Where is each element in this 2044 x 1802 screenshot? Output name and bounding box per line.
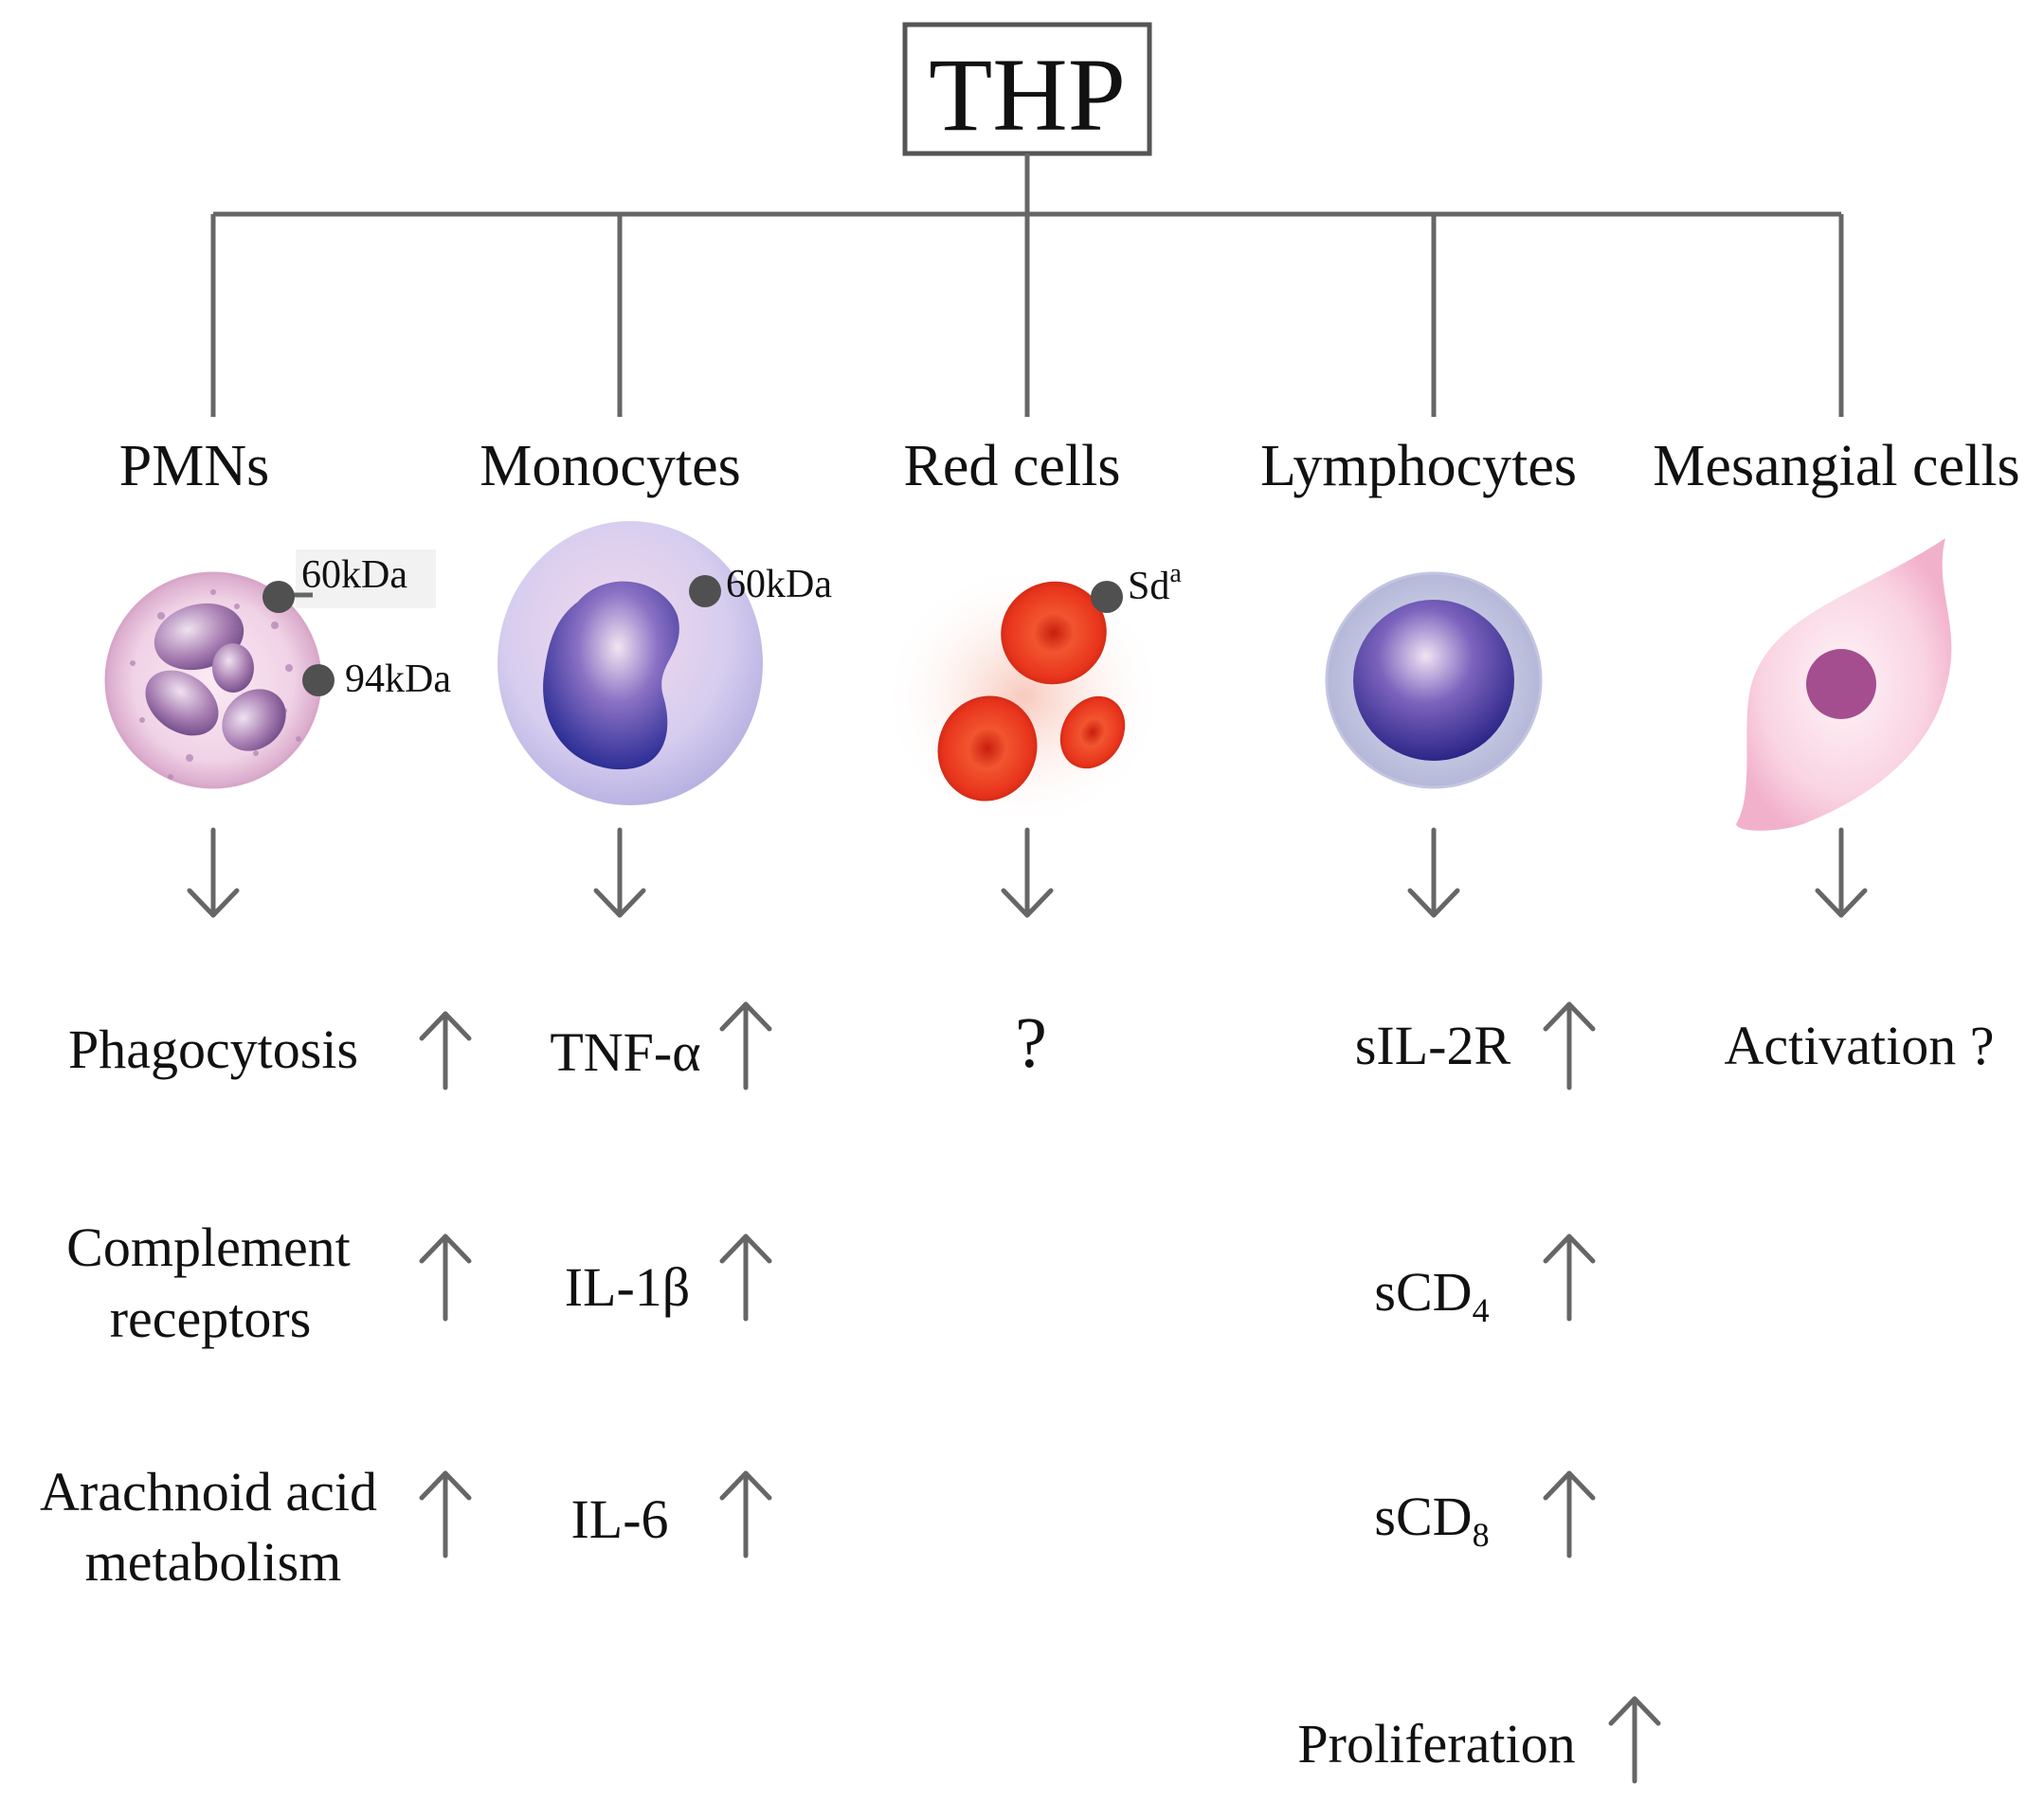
effect-red-cells-unknown: ? — [1015, 1003, 1047, 1083]
column-labels: PMNs Monocytes Red cells Lymphocytes Mes… — [119, 434, 2020, 498]
effect-il-1-beta: IL-1β — [565, 1256, 691, 1318]
lymphocyte-cell-image — [1325, 571, 1543, 789]
effect-scd8: sCD8 — [1374, 1486, 1489, 1554]
up-arrow-phagocytosis — [419, 1011, 472, 1090]
up-arrow-sil-2r — [1543, 1001, 1596, 1090]
pmn-binding-site-94kda — [302, 664, 335, 696]
column-label-red-cells: Red cells — [904, 434, 1121, 498]
pmn-binding-label-60kda: 60kDa — [301, 553, 407, 597]
effect-proliferation: Proliferation — [1297, 1713, 1575, 1775]
effect-phagocytosis: Phagocytosis — [68, 1018, 358, 1080]
up-arrow-scd8 — [1543, 1470, 1596, 1559]
root-node: THP — [902, 22, 1152, 156]
up-arrow-scd4 — [1543, 1234, 1596, 1322]
down-arrow-mesangial — [1815, 827, 1868, 918]
effect-scd4: sCD4 — [1374, 1261, 1489, 1329]
pmn-binding-site-60kda — [262, 581, 295, 613]
red-cell-binding-label-sda: Sda — [1128, 559, 1182, 608]
column-label-monocytes: Monocytes — [479, 434, 741, 498]
up-arrow-proliferation — [1608, 1696, 1661, 1784]
column-label-mesangial: Mesangial cells — [1653, 434, 2019, 498]
monocyte-cell-image — [497, 521, 763, 805]
down-arrow-lymphocytes — [1407, 827, 1460, 918]
column-label-lymphocytes: Lymphocytes — [1260, 434, 1577, 498]
up-arrow-complement-receptors — [419, 1234, 472, 1322]
effect-complement-receptors-line-2: receptors — [110, 1288, 312, 1349]
effect-sil-2r: sIL-2R — [1355, 1015, 1511, 1076]
monocyte-binding-label-60kda: 60kDa — [726, 563, 832, 606]
effect-il-6: IL-6 — [570, 1488, 668, 1550]
down-arrow-monocytes — [593, 827, 646, 918]
red-cells-image — [881, 564, 1166, 829]
tree-connectors — [210, 153, 1844, 417]
effect-activation: Activation ? — [1724, 1015, 1994, 1076]
effect-arachnoid-acid-metabolism-line-2: metabolism — [85, 1531, 342, 1593]
column-label-pmns: PMNs — [119, 434, 270, 498]
pmn-binding-label-94kda: 94kDa — [345, 658, 451, 701]
mesangial-cell-image — [1736, 538, 1952, 831]
effect-complement-receptors-line-1: Complement — [66, 1216, 351, 1278]
up-arrow-il-6 — [719, 1470, 772, 1559]
monocyte-binding-site-60kda — [689, 575, 721, 607]
down-arrow-pmns — [187, 827, 240, 918]
down-arrows — [187, 827, 1868, 918]
effect-arachnoid-acid-metabolism-line-1: Arachnoid acid — [40, 1461, 377, 1523]
pmn-label-backdrop — [296, 550, 436, 608]
up-arrow-il-1-beta — [719, 1234, 772, 1322]
effect-tnf-alpha: TNF-α — [550, 1021, 700, 1083]
root-label: THP — [929, 37, 1126, 153]
red-cell-binding-site-sda — [1091, 581, 1123, 613]
down-arrow-red-cells — [1001, 827, 1054, 918]
up-arrow-tnf-alpha — [719, 1001, 772, 1090]
root-box — [902, 22, 1152, 156]
up-arrow-arachnoid-acid-metabolism — [419, 1470, 472, 1559]
